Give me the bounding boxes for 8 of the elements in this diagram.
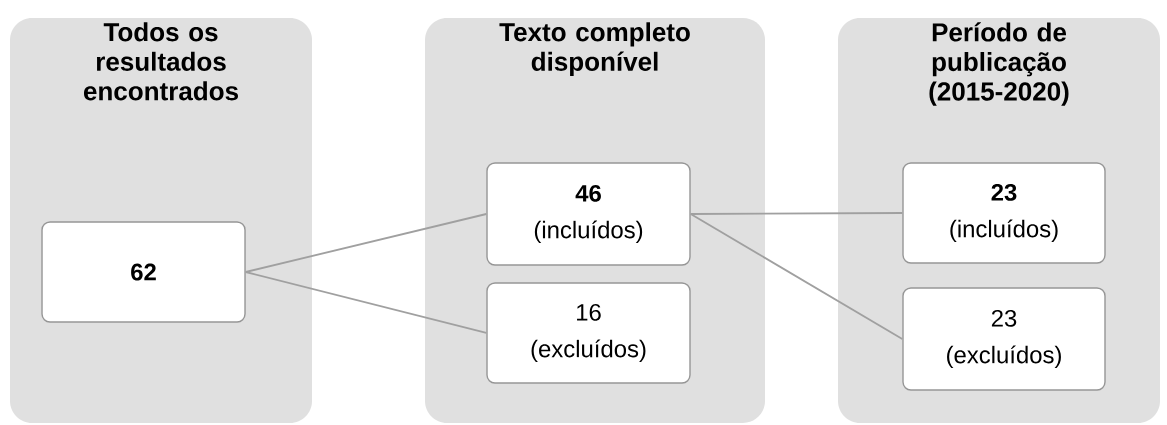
connector-line [689,213,904,340]
count-box: 16 (excluídos) [486,282,691,384]
count-box: 46 (incluídos) [486,162,691,266]
count-box: 23 (excluídos) [902,287,1106,391]
connector-line [689,212,904,215]
connector-line [244,271,488,334]
count-box: 62 [41,221,246,323]
count-box: 23 (incluídos) [902,162,1106,264]
